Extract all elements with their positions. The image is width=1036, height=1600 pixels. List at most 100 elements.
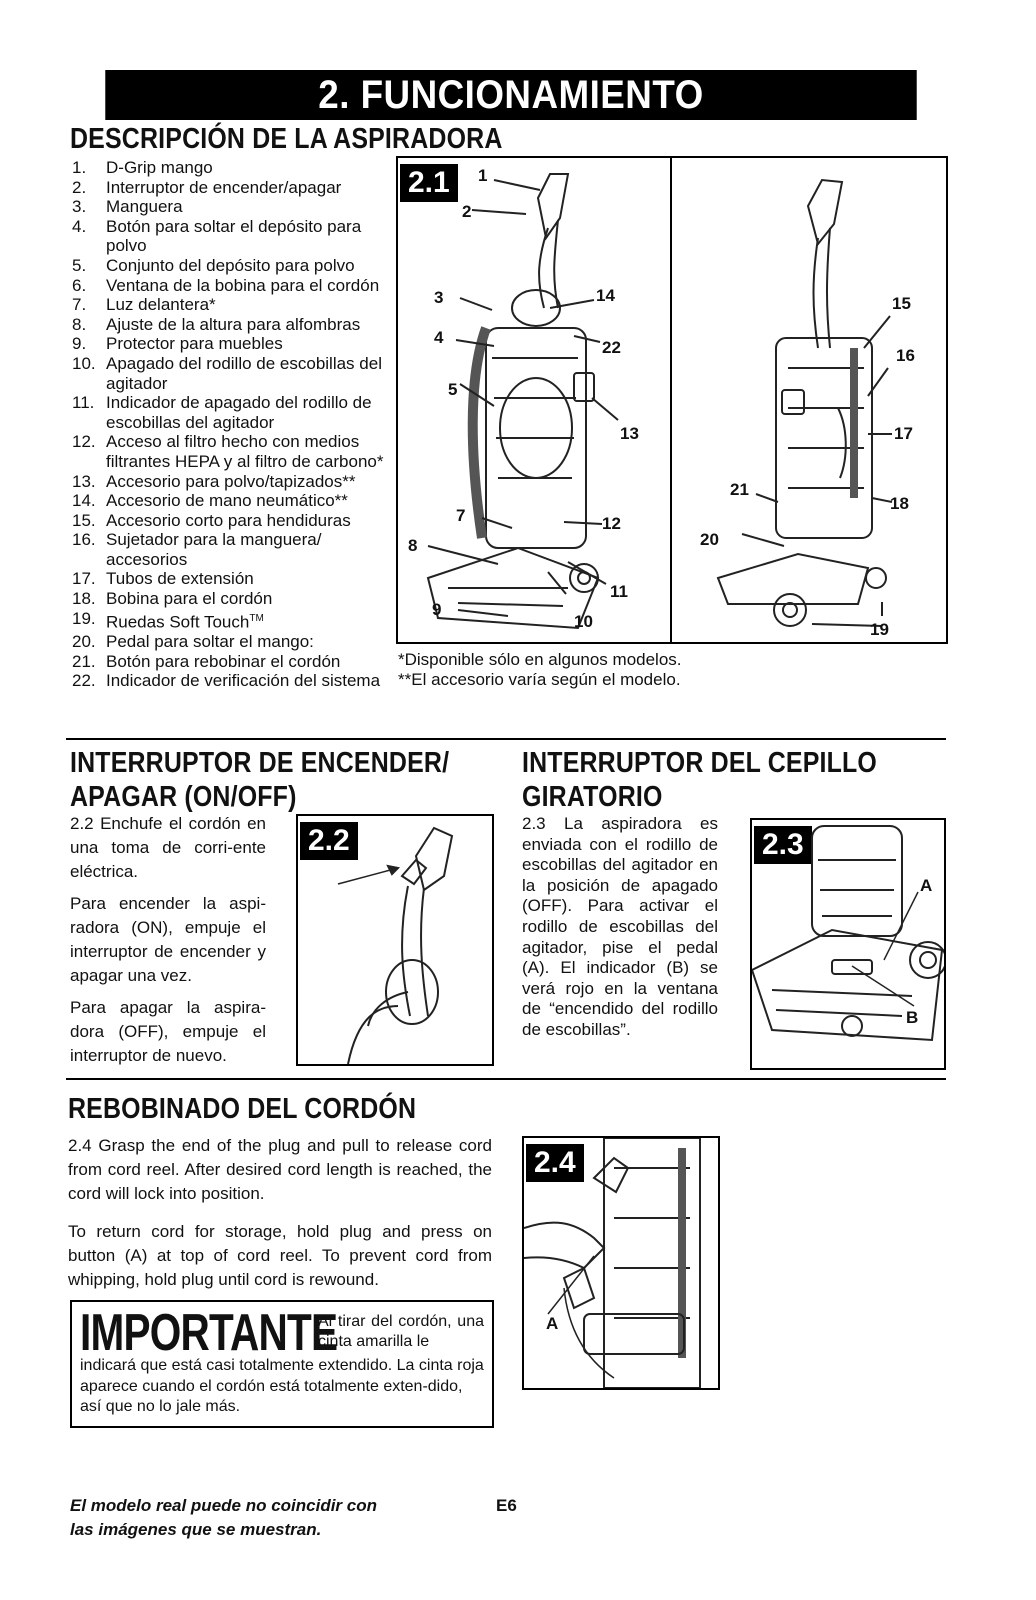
- onoff-paragraph-1: 2.2 Enchufe el cordón en una toma de cor…: [70, 814, 266, 881]
- parts-list-item: 8.Ajuste de la altura para alfombras: [70, 315, 388, 335]
- parts-list-item: 3.Manguera: [70, 197, 388, 217]
- onoff-paragraph-3: Para apagar la aspira-dora (OFF), empuje…: [70, 998, 266, 1065]
- part-number: 18.: [72, 589, 96, 609]
- part-label: Ruedas Soft Touch: [106, 612, 250, 632]
- cord-rewind-illustration: [524, 1138, 701, 1388]
- callout-number: 8: [408, 536, 418, 555]
- brush-title: INTERRUPTOR DEL CEPILLO GIRATORIO: [522, 746, 877, 814]
- callout-pedal-a: A: [920, 876, 933, 895]
- parts-list-item: 18. Bobina para el cordón: [70, 589, 388, 609]
- divider: [66, 1078, 946, 1080]
- callout-number: 3: [434, 288, 444, 307]
- part-number: 20.: [72, 631, 96, 651]
- callout-number: 20: [700, 530, 719, 549]
- part-label: Accesorio para polvo/tapizados**: [106, 471, 356, 491]
- part-number: 16.: [72, 530, 96, 550]
- brush-text: 2.3 La aspiradora es enviada con el rodi…: [522, 814, 718, 1049]
- footer-disclaimer-line1: El modelo real puede no coincidir con: [70, 1496, 377, 1515]
- callout-number: 15: [892, 294, 911, 313]
- part-number: 22.: [72, 671, 96, 691]
- part-label: Accesorio de mano neumático**: [106, 491, 348, 511]
- parts-list-item: 21. Botón para rebobinar el cordón: [70, 652, 388, 672]
- parts-list: 1. D-Grip mango 2. Interruptor de encender/…: [70, 158, 388, 691]
- important-word: IMPORTANTE: [80, 1304, 338, 1362]
- part-number: 13.: [72, 471, 96, 491]
- divider: [66, 738, 946, 740]
- parts-list-item: 10.Apagado del rodillo de escobillas del…: [70, 354, 388, 393]
- callout-indicator-b: B: [906, 1008, 919, 1027]
- onoff-paragraph-2: Para encender la aspi-radora (ON), empuj…: [70, 894, 266, 985]
- callout-number: 19: [870, 620, 889, 639]
- rewind-paragraph-2: To return cord for storage, hold plug an…: [68, 1222, 492, 1289]
- part-number: 12.: [72, 432, 96, 452]
- callout-number: 11: [610, 582, 628, 601]
- parts-list-item: 13. Accesorio para polvo/tapizados**: [70, 472, 388, 492]
- part-number: 1.: [72, 158, 87, 177]
- part-label: Botón para soltar el depósito para polvo: [106, 216, 362, 256]
- parts-list-item: 1. D-Grip mango: [70, 158, 388, 178]
- callout-number: 22: [602, 338, 621, 357]
- onoff-title-line2: APAGAR (ON/OFF): [70, 781, 297, 813]
- callout-number: 18: [890, 494, 909, 513]
- part-number: 6.: [72, 275, 87, 295]
- important-rest: indicará que está casi totalmente extend…: [80, 1357, 484, 1416]
- brush-pedal-illustration: [752, 825, 944, 1042]
- footer-disclaimer-line2: las imágenes que se muestran.: [70, 1520, 322, 1539]
- part-label: D-Grip mango: [106, 158, 213, 177]
- rewind-paragraph-1: 2.4 Grasp the end of the plug and pull t…: [68, 1136, 492, 1203]
- figure-label-2-3: 2.3: [754, 826, 812, 864]
- part-number: 8.: [72, 314, 87, 334]
- callout-number: 21: [730, 480, 749, 499]
- part-number: 2.: [72, 177, 87, 197]
- description-title: DESCRIPCIÓN DE LA ASPIRADORA: [70, 123, 503, 155]
- parts-list-item: 12. Acceso al filtro hecho con medios fil…: [70, 432, 388, 471]
- important-notice: IMPORTANTE Al tirar del cordón, una cint…: [70, 1300, 494, 1428]
- parts-list-item: 9.Protector para muebles: [70, 334, 388, 354]
- part-label: Botón para rebobinar el cordón: [106, 651, 341, 671]
- callout-number: 7: [456, 506, 466, 525]
- figure-divider: [670, 158, 672, 642]
- callout-number: 2: [462, 202, 472, 221]
- part-label: Apagado del rodillo de escobillas del ag…: [106, 353, 382, 393]
- trademark-mark: TM: [249, 612, 264, 624]
- parts-list-item: 20.Pedal para soltar el mango:: [70, 632, 388, 652]
- part-label: Bobina para el cordón: [106, 589, 273, 609]
- figure-notes: *Disponible sólo en algunos modelos. **E…: [398, 650, 682, 690]
- onoff-title: INTERRUPTOR DE ENCENDER/ APAGAR (ON/OFF): [70, 746, 449, 814]
- part-number: 21.: [72, 651, 96, 671]
- callout-number: 10: [574, 612, 593, 631]
- vacuum-front-illustration: [426, 173, 893, 630]
- figure-2-1: 2.1: [396, 156, 948, 644]
- parts-list-item: 2. Interruptor de encender/apagar: [70, 178, 388, 198]
- part-label: Acceso al filtro hecho con medios filtra…: [106, 432, 384, 471]
- important-first-line: Al tirar del cordón, una cinta amarilla …: [318, 1313, 484, 1350]
- callout-number: 13: [620, 424, 639, 443]
- parts-list-item: 22. Indicador de verificación del sistema: [70, 671, 388, 691]
- part-number: 7.: [72, 295, 87, 315]
- part-number: 11.: [72, 393, 95, 413]
- footer-disclaimer: El modelo real puede no coincidir con la…: [70, 1494, 377, 1542]
- onoff-text: 2.2 Enchufe el cordón en una toma de cor…: [70, 812, 266, 1076]
- part-label: Indicador de verificación del sistema: [106, 671, 381, 691]
- part-number: 4.: [72, 216, 87, 236]
- callout-number: 14: [596, 286, 615, 305]
- part-number: 14.: [72, 491, 96, 511]
- figure-2-3: 2.3 A B: [750, 818, 946, 1070]
- callout-number: 17: [894, 424, 913, 443]
- parts-list-item: 4. Botón para soltar el depósito para pol…: [70, 217, 388, 256]
- figure-2-4: 2.4 A: [522, 1136, 720, 1390]
- parts-list-item: 17.Tubos de extensión: [70, 569, 388, 589]
- parts-list-item: 7.Luz delantera*: [70, 295, 388, 315]
- page-number: E6: [496, 1496, 517, 1515]
- callout-number: 9: [432, 600, 442, 619]
- part-label: Tubos de extensión: [106, 569, 254, 589]
- callout-number: 1: [478, 166, 488, 185]
- parts-list-item: 19.Ruedas Soft TouchTM: [70, 609, 388, 632]
- rewind-text: 2.4 Grasp the end of the plug and pull t…: [68, 1134, 492, 1300]
- part-label: Interruptor de encender/apagar: [106, 177, 342, 197]
- part-number: 3.: [72, 197, 87, 217]
- parts-list-item: 14. Accesorio de mano neumático**: [70, 491, 388, 511]
- figure-label-2-4: 2.4: [526, 1144, 584, 1182]
- part-number: 9.: [72, 334, 87, 354]
- figure-2-2: 2.2: [296, 814, 494, 1066]
